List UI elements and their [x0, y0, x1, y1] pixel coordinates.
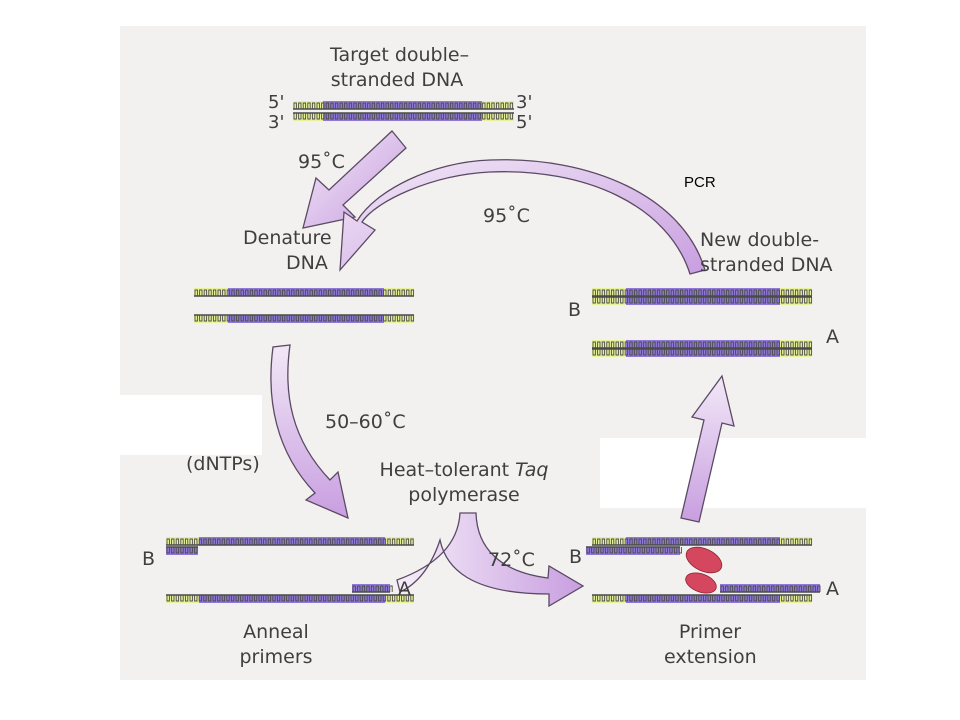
end-5-top: 5': [268, 92, 285, 113]
dna-strand: [194, 314, 415, 323]
extension-label-line1: Primer: [678, 621, 742, 643]
dna-strand: [592, 594, 813, 603]
temp-extend: 72˚C: [488, 549, 535, 571]
target-dna-label-line2: stranded DNA: [330, 69, 464, 91]
denature-label: Denature DNA: [243, 226, 332, 276]
temp-denature-left: 95˚C: [298, 151, 345, 173]
background-cutout: [112, 395, 262, 455]
target-dna-label: Target double– stranded DNA: [330, 43, 470, 93]
dna-strand: [592, 296, 813, 305]
temp-anneal: 50–60˚C: [325, 411, 406, 433]
primer-a-label: A: [826, 578, 839, 600]
slide-title: PCR: [684, 174, 716, 191]
dna-strand: [592, 348, 813, 357]
dna-strand: [720, 584, 821, 593]
end-3-bottom: 3': [268, 112, 285, 133]
primer-b-label: B: [569, 546, 583, 568]
arrow-to-new-dna: [680, 374, 735, 523]
new-dna-label-line1: New double-: [700, 229, 820, 251]
target-dna-label-line1: Target double–: [330, 44, 470, 66]
arrow-denature-95c: [302, 130, 407, 229]
arrow-cycle-95c: [339, 159, 706, 275]
primer-a-label: A: [398, 578, 411, 600]
arrow-anneal-50-60c: [270, 344, 349, 520]
dna-strand: [352, 584, 393, 593]
taq-label-italic: Taq: [515, 459, 549, 481]
dna-strand: [194, 288, 415, 297]
temp-denature-cycle: 95˚C: [483, 205, 530, 227]
dna-strand: [293, 112, 514, 121]
dntps-label: (dNTPs): [186, 453, 260, 475]
dna-strands: [166, 101, 821, 603]
extension-label-line2: extension: [664, 646, 757, 668]
dna-strand: [592, 340, 813, 349]
anneal-label-line2: primers: [239, 646, 313, 668]
denature-label-line1: Denature: [243, 227, 332, 249]
end-3-top: 3': [516, 92, 533, 113]
primer-b-label: B: [142, 548, 156, 570]
anneal-primers-label: Anneal primers: [236, 620, 316, 670]
dna-strand: [166, 537, 414, 546]
anneal-label-line1: Anneal: [243, 621, 309, 643]
dna-strand: [293, 101, 514, 110]
new-dna-label-line2: stranded DNA: [700, 254, 833, 276]
primer-b-label: B: [568, 299, 582, 321]
taq-polymerase-icon: [685, 572, 717, 594]
dna-strand: [592, 288, 813, 297]
taq-label-prefix: Heat–tolerant: [379, 459, 516, 481]
denature-label-line2: DNA: [286, 252, 328, 274]
dna-strand: [166, 546, 198, 555]
background-cutout: [600, 438, 870, 508]
taq-label-line1: Heat–tolerant Taq: [378, 458, 550, 483]
dna-strand: [592, 537, 813, 546]
taq-polymerase-icon: [685, 546, 723, 574]
taq-polymerase-label: Heat–tolerant Taq polymerase: [378, 458, 550, 508]
taq-label-line2: polymerase: [408, 484, 520, 506]
dna-strand: [166, 594, 414, 603]
primer-extension-label: Primer extension: [664, 620, 757, 670]
primer-a-label: A: [826, 326, 839, 348]
new-dna-label: New double- stranded DNA: [700, 228, 833, 278]
dna-strand: [586, 546, 682, 555]
end-5-bottom: 5': [516, 112, 533, 133]
arrow-extend-72c: [396, 512, 585, 608]
